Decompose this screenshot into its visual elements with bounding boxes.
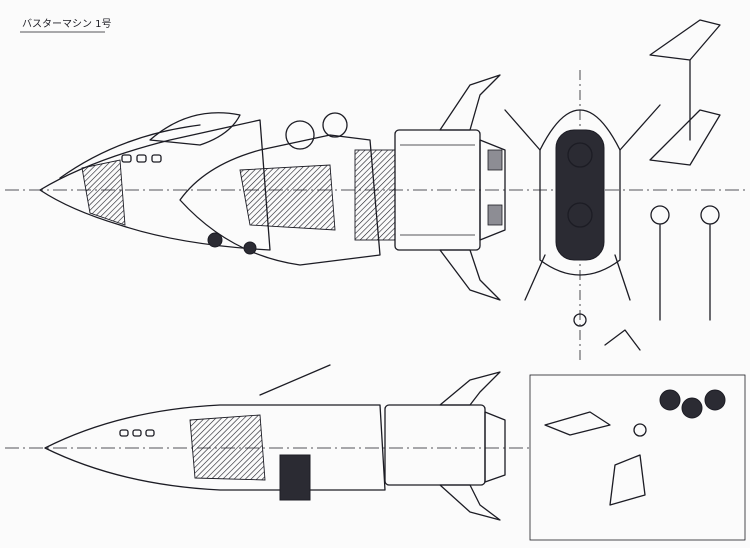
nose-hatched-panel [81, 159, 126, 226]
front-strut-ll [524, 254, 546, 301]
inset-wheel-1 [659, 389, 681, 411]
nozzle-detail-1 [487, 149, 503, 171]
lower-lower-fin [439, 484, 501, 521]
front-bottom-pivot [573, 313, 587, 327]
side-view-upper [5, 74, 745, 301]
front-strut-lr [614, 254, 631, 301]
rear-nozzle [479, 139, 506, 241]
lower-hatched-cockpit [189, 414, 266, 481]
lower-window-3 [145, 429, 155, 437]
canopy [149, 112, 241, 146]
lower-engine [384, 404, 486, 486]
wing-parts [604, 19, 721, 351]
lower-joint-1 [207, 232, 223, 248]
top-view-lower [5, 364, 530, 521]
front-view [504, 70, 661, 360]
upper-joint-2 [322, 112, 348, 138]
lower-fin [439, 249, 501, 301]
upper-joint-1 [285, 120, 315, 150]
lower-hull [44, 404, 386, 491]
lower-window-1 [119, 429, 129, 437]
ring-left [650, 205, 670, 225]
detail-inset [529, 374, 746, 541]
inset-wheel-2 [681, 397, 703, 419]
window-3 [151, 154, 162, 163]
wing-top [649, 19, 721, 61]
nozzle-detail-2 [487, 204, 503, 226]
sheet-title: バスターマシン 1号 [22, 18, 112, 30]
front-port-bottom [567, 202, 593, 228]
coupling-hatched [354, 149, 396, 241]
antenna [259, 364, 331, 396]
upper-fin [439, 74, 501, 131]
front-strut-ur [619, 104, 661, 151]
inset-frame [529, 374, 746, 541]
window-1 [121, 154, 132, 163]
lower-nozzle [484, 411, 506, 483]
inset-wheel-3 [704, 389, 726, 411]
front-core [555, 129, 605, 261]
window-2 [136, 154, 147, 163]
ring-right [700, 205, 720, 225]
mid-hatched-block [239, 164, 336, 231]
lower-window-2 [132, 429, 142, 437]
inset-ring [633, 423, 647, 437]
nose-hull [39, 119, 271, 251]
inset-bracket [609, 454, 646, 506]
wing-lower [649, 109, 721, 166]
lower-joint-2 [243, 241, 257, 255]
front-strut-ul [504, 109, 541, 151]
lower-upper-fin [439, 371, 501, 406]
clamp-sketch [604, 329, 641, 351]
canopy-line [59, 124, 201, 179]
lower-dark-block [279, 454, 311, 501]
front-port-top [567, 142, 593, 168]
inset-wing-part [544, 411, 611, 436]
mid-section [179, 134, 381, 266]
